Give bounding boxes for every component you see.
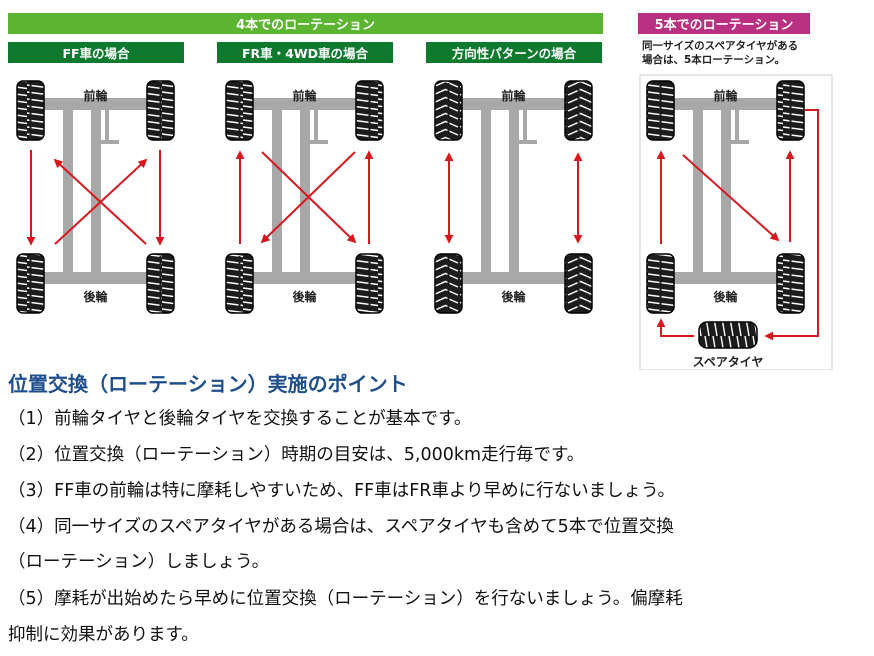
five-tire-panel-border (639, 74, 833, 370)
steering-linkage (95, 110, 119, 144)
spare-tire-label: スペアタイヤ (693, 355, 764, 369)
five-tire-note: 同一サイズのスペアタイヤがある 場合は、5本ローテーション。 (642, 39, 812, 67)
steering-linkage (725, 110, 749, 144)
tire (355, 253, 384, 314)
rotation-points-heading: 位置交換（ローテーション）実施のポイント (8, 372, 408, 396)
tire (16, 253, 45, 314)
five-tire-note-line: 場合は、5本ローテーション。 (642, 54, 785, 66)
tire (225, 253, 254, 314)
front-wheel-label: 前輪 (292, 88, 317, 103)
tire (776, 80, 805, 141)
frame-rail (721, 110, 731, 272)
front-wheel-label: 前輪 (83, 88, 108, 103)
frame-rail (509, 110, 519, 272)
frame-rail (272, 110, 282, 272)
front-wheel-label: 前輪 (713, 88, 738, 103)
rear-wheel-label: 後輪 (292, 289, 317, 304)
tire (646, 80, 675, 141)
frame-rail (693, 110, 703, 272)
five-tire-note-line: 同一サイズのスペアタイヤがある (642, 40, 799, 52)
frame-rail (63, 110, 73, 272)
point-line: 抑制に効果があります。 (8, 625, 199, 645)
rear-axle (462, 272, 565, 284)
tire (225, 80, 254, 141)
rotation-arrow (656, 318, 694, 337)
directional-case-header: 方向性パターンの場合 (426, 42, 602, 63)
point-line: （5）摩耗が出始めたら早めに位置交換（ローテーション）を行ないましょう。偏摩耗 (8, 589, 683, 609)
tire (16, 80, 45, 141)
steering-linkage (304, 110, 328, 144)
tire (776, 253, 805, 314)
rear-axle (44, 272, 147, 284)
tire (146, 253, 175, 314)
tire (434, 253, 463, 314)
front-axle (674, 98, 777, 110)
rotation-arrow (764, 109, 819, 341)
rotation-arrow (260, 151, 356, 244)
steering-linkage (513, 110, 537, 144)
point-line: （1）前輪タイヤと後輪タイヤを交換することが基本です。 (8, 409, 472, 429)
front-axle (462, 98, 565, 110)
fr-4wd-case-header: FR車・4WD車の場合 (217, 42, 393, 63)
point-line: （4）同一サイズのスペアタイヤがある場合は、スペアタイヤも含めて5本で位置交換 (8, 517, 674, 537)
ff-case-header: FF車の場合 (8, 42, 184, 63)
tire (564, 253, 593, 314)
rotation-arrow (682, 154, 780, 242)
tire (355, 80, 384, 141)
front-axle (253, 98, 356, 110)
rear-wheel-label: 後輪 (501, 289, 526, 304)
spare-tire (698, 321, 758, 349)
rotation-arrow (54, 158, 148, 245)
frame-rail (91, 110, 101, 272)
rear-axle (674, 272, 777, 284)
point-line: （3）FF車の前輪は特に摩耗しやすいため、FF車はFR車より早めに行ないましょう… (8, 481, 676, 501)
front-wheel-label: 前輪 (501, 88, 526, 103)
tire (564, 80, 593, 141)
point-line: （2）位置交換（ローテーション）時期の目安は、5,000km走行毎です。 (8, 445, 585, 465)
four-tire-rotation-banner: 4本でのローテーション (8, 13, 603, 34)
tire (434, 80, 463, 141)
frame-rail (300, 110, 310, 272)
rear-wheel-label: 後輪 (713, 289, 738, 304)
five-tire-rotation-banner: 5本でのローテーション (638, 13, 810, 34)
tire (646, 253, 675, 314)
frame-rail (481, 110, 491, 272)
point-line: （ローテーション）しましょう。 (8, 552, 270, 572)
front-axle (44, 98, 147, 110)
rear-wheel-label: 後輪 (83, 289, 108, 304)
rear-axle (253, 272, 356, 284)
tire (146, 80, 175, 141)
